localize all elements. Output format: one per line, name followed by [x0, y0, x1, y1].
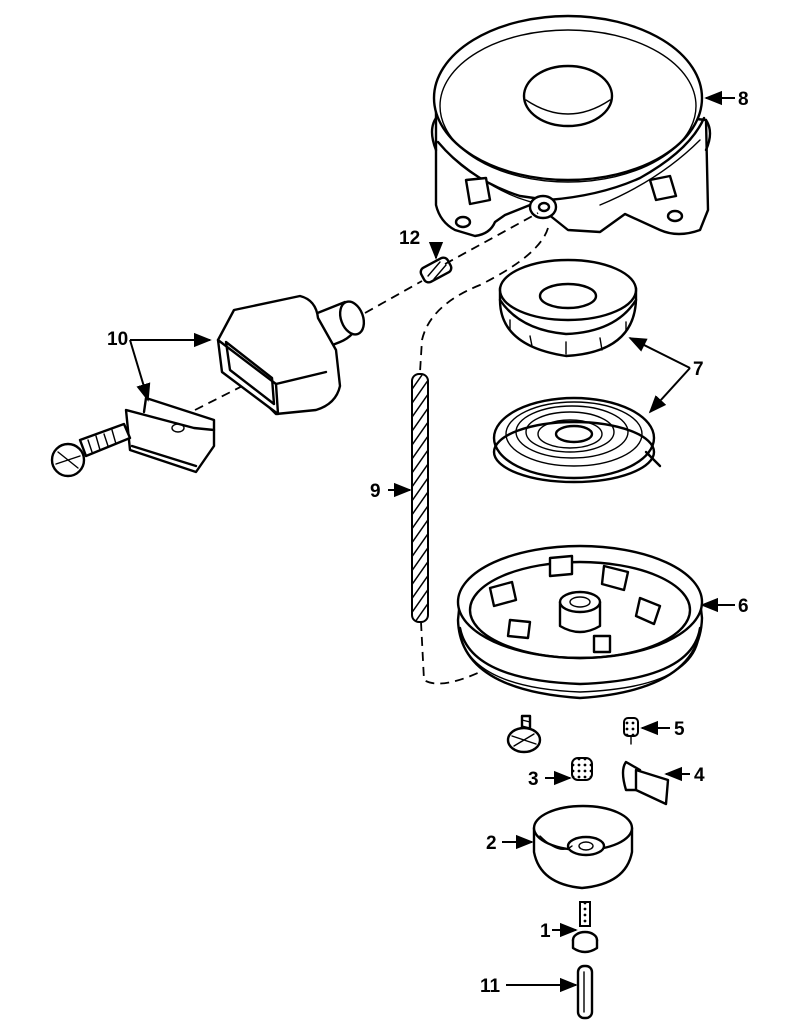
callout-2: 2 [486, 833, 497, 854]
callout-10: 10 [107, 329, 128, 350]
center-screw-part [571, 901, 599, 954]
insert-part [124, 396, 216, 474]
rope-part [411, 373, 429, 623]
callout-11: 11 [480, 976, 501, 997]
callout-arrows [129, 90, 735, 993]
spring-3-part [571, 757, 593, 781]
spring-5-part [623, 717, 639, 745]
recoil-spring-part [492, 396, 662, 484]
callout-7: 7 [693, 359, 704, 380]
callout-3: 3 [528, 769, 539, 790]
handle-part [216, 294, 366, 416]
pawl-screw-part [506, 714, 542, 754]
nut-part [419, 256, 453, 284]
callout-6: 6 [738, 596, 749, 617]
pulley-part [456, 544, 704, 700]
callout-1: 1 [540, 921, 551, 942]
retainer-cup-part [532, 804, 634, 890]
pawl-part [621, 760, 670, 806]
callout-8: 8 [738, 89, 749, 110]
screw-part [50, 422, 132, 478]
callout-9: 9 [370, 481, 381, 502]
callout-5: 5 [674, 719, 685, 740]
housing-part [430, 14, 712, 238]
pin-part [576, 964, 594, 1020]
spring-cup-part [498, 258, 638, 358]
callout-labels: 8 12 10 7 9 6 5 4 3 2 1 11 [107, 89, 749, 997]
callout-12: 12 [399, 228, 420, 249]
callout-4: 4 [694, 765, 705, 786]
